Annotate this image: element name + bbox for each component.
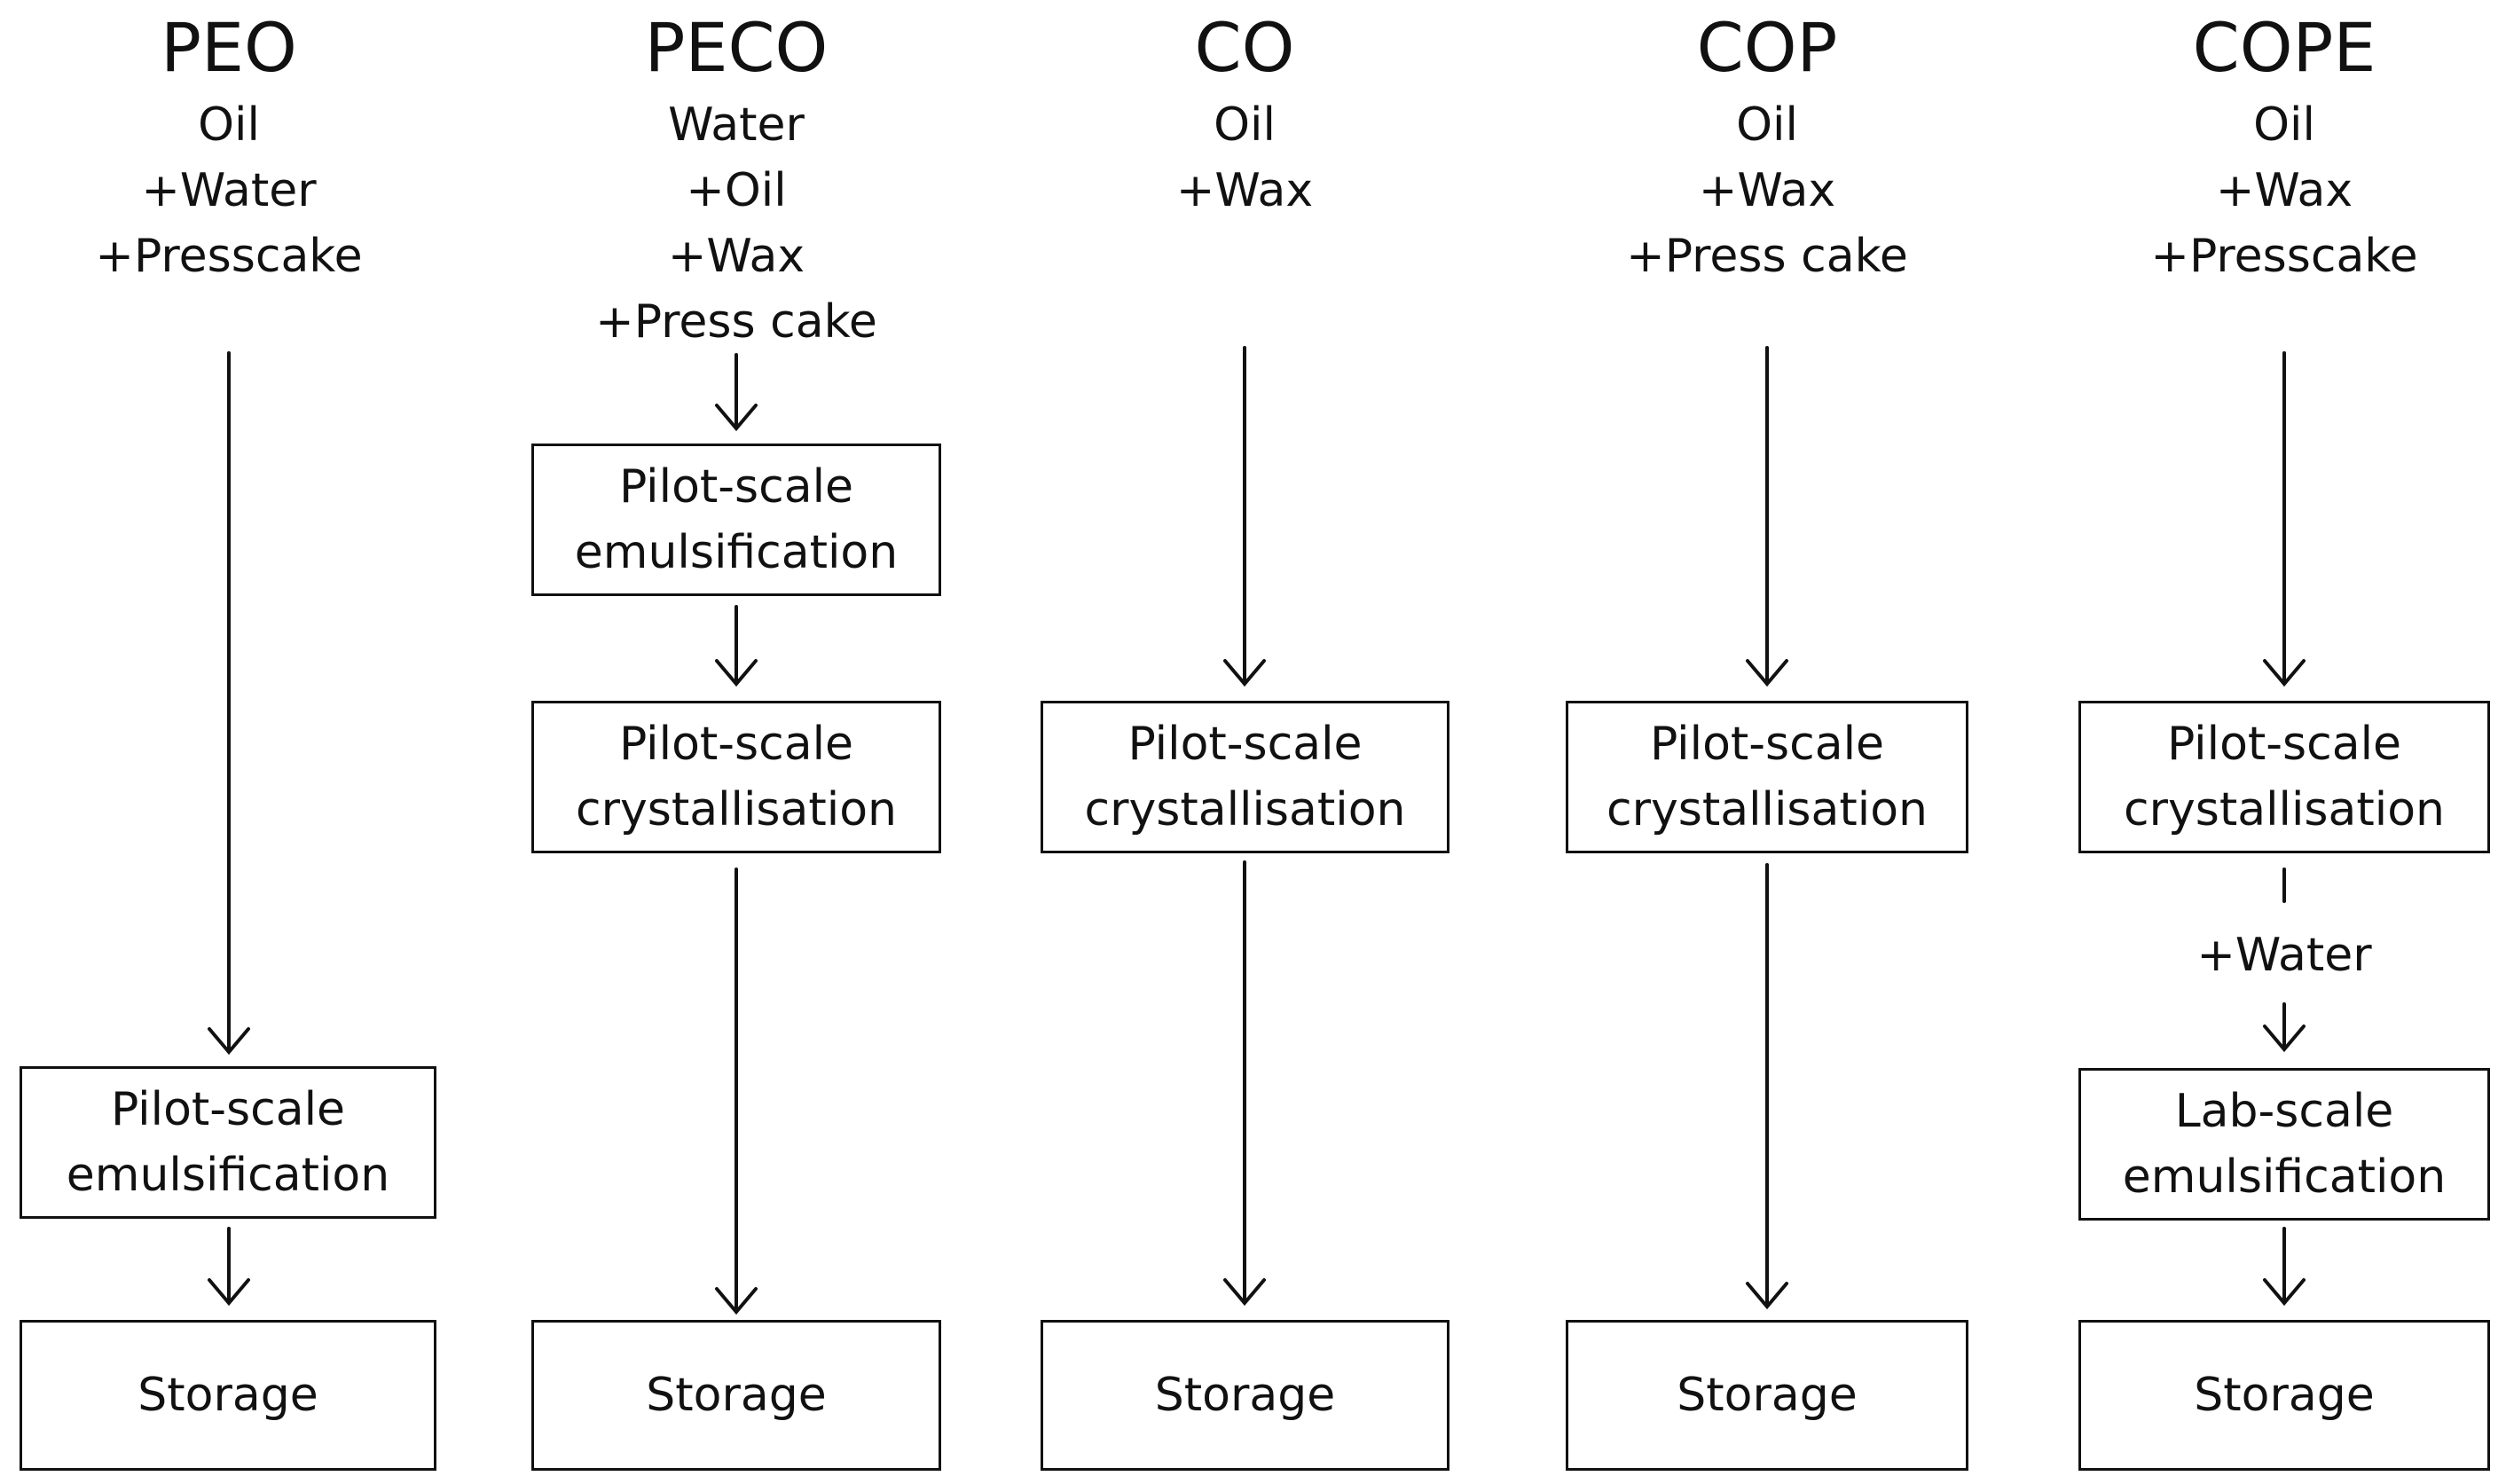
ingredient: Oil — [2253, 98, 2315, 152]
column-title: COP — [1696, 8, 1838, 87]
ingredient: +Wax — [1175, 164, 1314, 217]
step-label: Pilot-scale — [618, 460, 854, 514]
storage-label: Storage — [1154, 1369, 1336, 1422]
column-title: CO — [1194, 8, 1295, 87]
arrowhead-cope-1 — [2263, 659, 2306, 687]
step-box-crystallisation: Pilot-scale crystallisation — [1566, 701, 1968, 853]
storage-box: Storage — [531, 1320, 941, 1471]
arrowhead-cop-1 — [1746, 659, 1788, 687]
ingredient: +Oil — [686, 164, 787, 217]
step-label: emulsification — [574, 526, 899, 579]
column-header: PECO Water +Oil +Wax +Press cake — [515, 0, 958, 355]
ingredient: +Wax — [1698, 164, 1836, 217]
step-label: crystallisation — [576, 783, 897, 836]
column-header: COPE Oil +Wax +Presscake — [2062, 0, 2506, 289]
ingredient: Oil — [1214, 98, 1276, 152]
step-box-crystallisation: Pilot-scale crystallisation — [1041, 701, 1449, 853]
step-label: Lab-scale — [2174, 1085, 2394, 1138]
step-label: Pilot-scale — [1649, 718, 1885, 771]
arrowhead-peco-1 — [715, 404, 758, 432]
step-box-emulsification: Pilot-scale emulsification — [20, 1066, 436, 1219]
arrowhead-cop-2 — [1746, 1282, 1788, 1310]
arrowhead-cope-3 — [2263, 1278, 2306, 1307]
step-box-emulsification: Pilot-scale emulsification — [531, 444, 941, 596]
ingredient: +Press cake — [595, 295, 877, 349]
arrowhead-cope-2 — [2263, 1025, 2306, 1053]
column-header: COP Oil +Wax +Press cake — [1545, 0, 1989, 289]
ingredient: +Wax — [667, 230, 805, 283]
step-label: Pilot-scale — [2166, 718, 2402, 771]
column-title: PECO — [644, 8, 829, 87]
arrowhead-peco-3 — [715, 1287, 758, 1315]
ingredient: +Presscake — [95, 230, 363, 283]
added-ingredient-label: +Water — [2196, 929, 2372, 982]
step-label: crystallisation — [2124, 783, 2445, 836]
step-label: Pilot-scale — [1127, 718, 1363, 771]
storage-label: Storage — [2194, 1369, 2375, 1422]
ingredient: Oil — [198, 98, 260, 152]
column-title: PEO — [161, 8, 297, 87]
step-label: Pilot-scale — [110, 1083, 346, 1136]
storage-label: Storage — [646, 1369, 827, 1422]
ingredient: Oil — [1736, 98, 1798, 152]
arrowhead-peo-2 — [208, 1278, 250, 1307]
column-title: COPE — [2192, 8, 2376, 87]
storage-box: Storage — [1041, 1320, 1449, 1471]
step-box-crystallisation: Pilot-scale crystallisation — [2078, 701, 2490, 853]
ingredient: +Presscake — [2150, 230, 2418, 283]
storage-label: Storage — [137, 1369, 318, 1422]
arrowhead-co-2 — [1223, 1278, 1266, 1307]
step-label: Pilot-scale — [618, 718, 854, 771]
step-box-emulsification: Lab-scale emulsification — [2078, 1068, 2490, 1221]
storage-box: Storage — [1566, 1320, 1968, 1471]
ingredient: Water — [668, 98, 805, 152]
ingredient: +Press cake — [1626, 230, 1908, 283]
step-label: emulsification — [2122, 1150, 2447, 1204]
ingredient: +Water — [141, 164, 317, 217]
ingredient: +Wax — [2215, 164, 2353, 217]
step-box-crystallisation: Pilot-scale crystallisation — [531, 701, 941, 853]
arrowhead-co-1 — [1223, 659, 1266, 687]
step-label: crystallisation — [1607, 783, 1928, 836]
storage-label: Storage — [1677, 1369, 1858, 1422]
column-header: CO Oil +Wax — [1023, 0, 1466, 224]
step-label: crystallisation — [1084, 783, 1406, 836]
arrowhead-peco-2 — [715, 659, 758, 687]
column-header: PEO Oil +Water +Presscake — [7, 0, 451, 289]
step-label: emulsification — [66, 1149, 390, 1202]
storage-box: Storage — [2078, 1320, 2490, 1471]
arrowhead-peo-1 — [208, 1027, 250, 1056]
storage-box: Storage — [20, 1320, 436, 1471]
